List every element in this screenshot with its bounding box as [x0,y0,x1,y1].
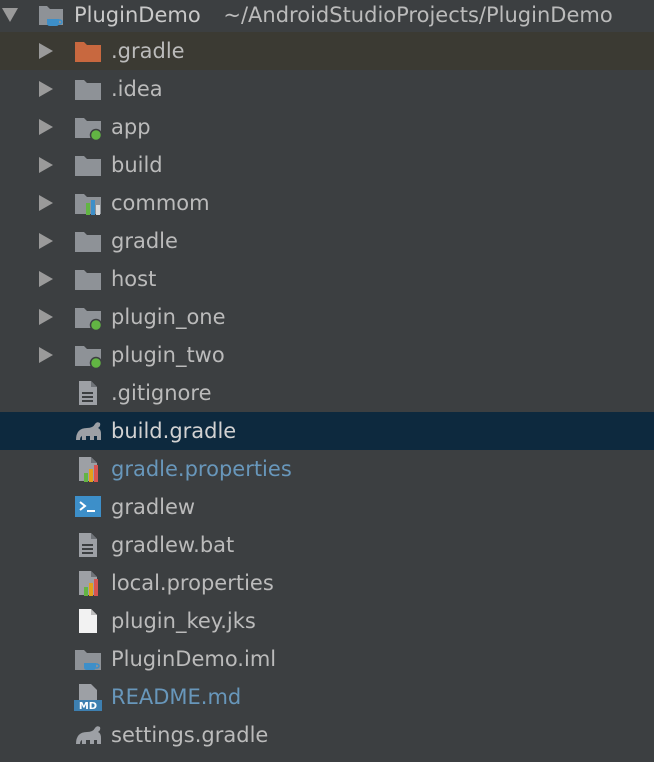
tree-item-host[interactable]: host [0,260,654,298]
tree-item-label: app [111,115,151,139]
chevron-right-icon[interactable] [39,195,53,211]
tree-item-label: gradle [111,229,178,253]
folder-icon [73,74,103,104]
tree-item-label: local.properties [111,571,274,595]
module-folder-icon [73,112,103,142]
tree-item-label: plugin_one [111,305,226,329]
module-folder-icon [73,302,103,332]
chevron-right-icon[interactable] [39,233,53,249]
tree-item-label: .idea [111,77,163,101]
chevron-right-icon[interactable] [39,43,53,59]
chevron-right-icon[interactable] [39,81,53,97]
folder-icon [73,150,103,180]
project-path: ~/AndroidStudioProjects/PluginDemo [223,3,613,27]
tree-item-gradlew-bat[interactable]: gradlew.bat [0,526,654,564]
module-iml-icon [73,644,103,674]
tree-item-gradlew[interactable]: gradlew [0,488,654,526]
gradle-elephant-icon [73,416,103,446]
terminal-script-icon [73,492,103,522]
chevron-right-icon[interactable] [39,271,53,287]
project-folder-icon [36,0,66,30]
module-folder-icon [73,340,103,370]
tree-item-label: .gitignore [111,381,212,405]
folder-icon [73,264,103,294]
tree-item-label: plugin_key.jks [111,609,256,633]
tree-item-readme-md[interactable]: MD README.md [0,678,654,716]
tree-item-local-properties[interactable]: local.properties [0,564,654,602]
folder-orange-icon [73,36,103,66]
tree-item-label: gradlew.bat [111,533,235,557]
tree-item-commom[interactable]: commom [0,184,654,222]
text-file-icon [73,530,103,560]
project-label: PluginDemo ~/AndroidStudioProjects/Plugi… [74,3,613,27]
tree-item-label: build.gradle [111,419,237,443]
tree-item-gitignore[interactable]: .gitignore [0,374,654,412]
tree-item-idea[interactable]: .idea [0,70,654,108]
text-file-icon [73,378,103,408]
markdown-file-icon: MD [73,682,103,712]
tree-item-label: host [111,267,157,291]
chevron-right-icon[interactable] [39,309,53,325]
svg-text:MD: MD [79,701,97,712]
tree-item-gradle[interactable]: .gradle [0,32,654,70]
tree-item-plugin-one[interactable]: plugin_one [0,298,654,336]
tree-item-label: PluginDemo.iml [111,647,277,671]
chevron-down-icon[interactable] [2,8,18,22]
tree-item-label: README.md [111,685,242,709]
tree-item-plugin-key-jks[interactable]: plugin_key.jks [0,602,654,640]
tree-item-gradle-properties[interactable]: gradle.properties [0,450,654,488]
chevron-right-icon[interactable] [39,347,53,363]
tree-item-app[interactable]: app [0,108,654,146]
project-name: PluginDemo [74,3,201,27]
chevron-right-icon[interactable] [39,119,53,135]
library-folder-icon [73,188,103,218]
tree-item-gradle[interactable]: gradle [0,222,654,260]
tree-item-label: gradlew [111,495,196,519]
tree-item-label: plugin_two [111,343,225,367]
tree-item-label: commom [111,191,210,215]
chevron-right-icon[interactable] [39,157,53,173]
tree-item-label: settings.gradle [111,723,269,747]
gradle-elephant-icon [73,720,103,750]
properties-file-icon [73,454,103,484]
tree-item-settings-gradle[interactable]: settings.gradle [0,716,654,754]
tree-item-label: build [111,153,163,177]
tree-item-build[interactable]: build [0,146,654,184]
tree-item-label: gradle.properties [111,457,292,481]
blank-file-icon [73,606,103,636]
folder-icon [73,226,103,256]
tree-root-project[interactable]: PluginDemo ~/AndroidStudioProjects/Plugi… [0,0,654,34]
tree-item-label: .gradle [111,39,185,63]
properties-file-icon [73,568,103,598]
tree-item-plugindemo-iml[interactable]: PluginDemo.iml [0,640,654,678]
tree-item-build-gradle[interactable]: build.gradle [0,412,654,450]
tree-item-plugin-two[interactable]: plugin_two [0,336,654,374]
